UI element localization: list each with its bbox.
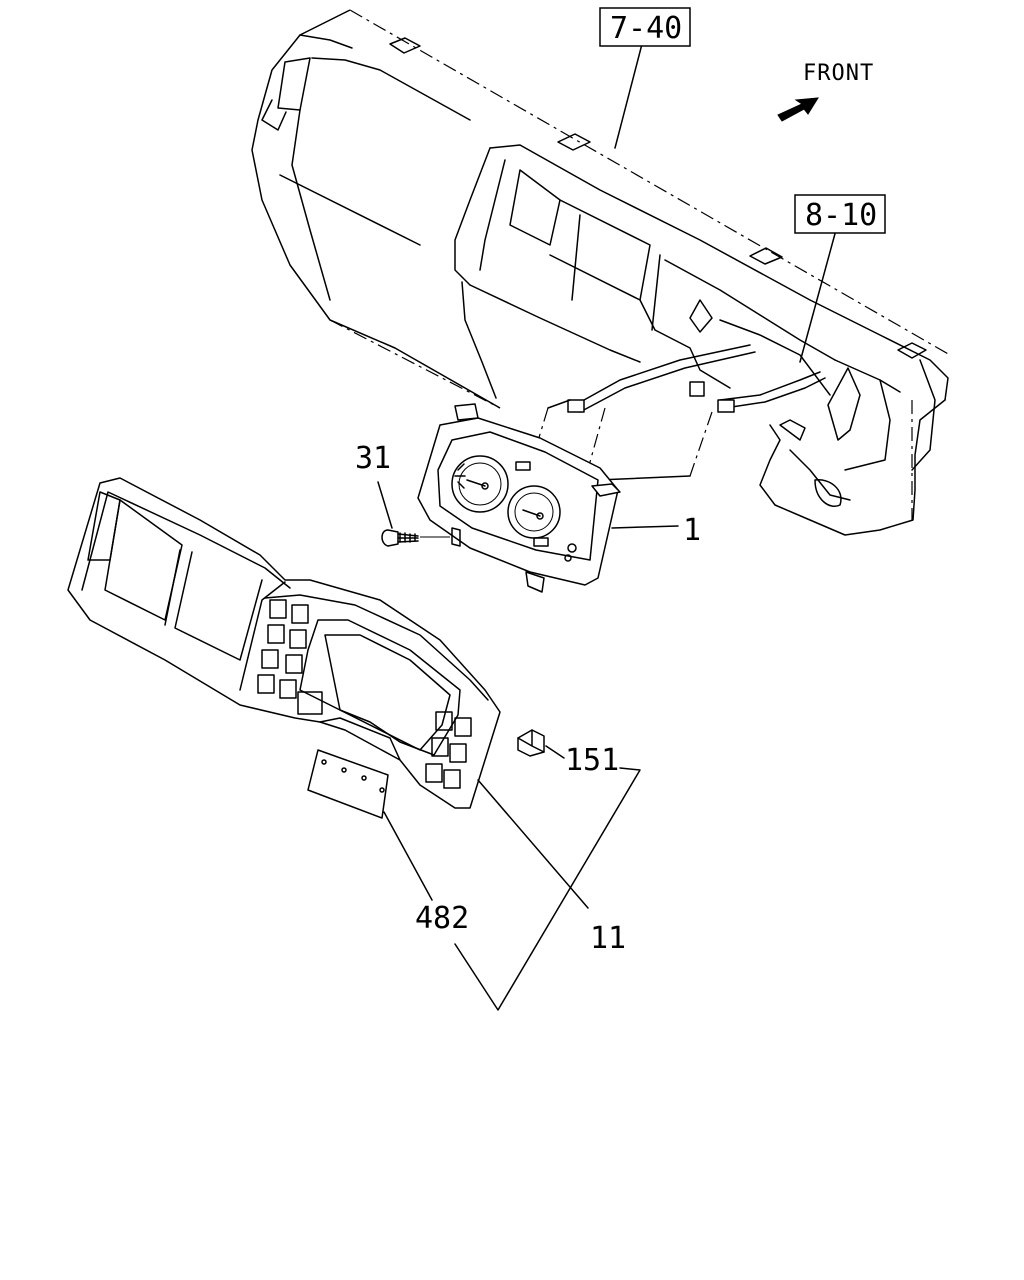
screw	[381, 527, 461, 547]
callout-482[interactable]: 482	[415, 901, 469, 936]
ref-8-10-label: 8-10	[805, 198, 877, 233]
leader-lines	[377, 43, 837, 1011]
cluster-bezel	[67, 477, 501, 809]
speedometer-gauge	[451, 455, 509, 513]
front-label: FRONT	[803, 61, 874, 86]
arrow-icon	[777, 97, 819, 122]
front-direction-indicator: FRONT	[777, 61, 874, 122]
callout-11[interactable]: 11	[590, 921, 626, 956]
plate	[307, 749, 389, 819]
reference-8-10[interactable]: 8-10	[794, 194, 886, 234]
clip	[517, 729, 545, 757]
callout-31[interactable]: 31	[355, 441, 391, 476]
ref-7-40-label: 7-40	[610, 11, 682, 46]
callout-151[interactable]: 151	[565, 743, 619, 778]
callout-1[interactable]: 1	[683, 513, 701, 548]
instrument-cluster	[417, 403, 621, 593]
dashboard-panel	[251, 9, 951, 536]
reference-7-40[interactable]: 7-40	[599, 7, 691, 47]
